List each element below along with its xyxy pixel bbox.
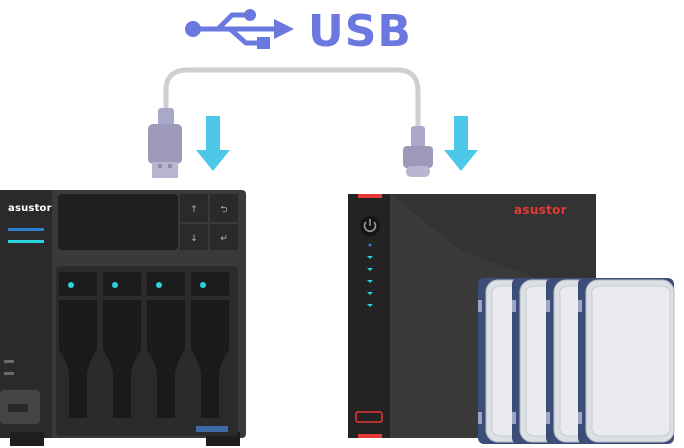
drive-bay: [191, 272, 229, 418]
bay-status-led: [200, 282, 206, 288]
bay-tray-handle: [59, 300, 97, 418]
drive-bay: [147, 272, 185, 418]
left-nas-brand-logo: asustor: [8, 203, 52, 214]
hard-drive-stack: [478, 278, 675, 444]
usb-c-plug: [403, 126, 433, 177]
hard-drive: [578, 278, 675, 444]
insert-arrow-left: [196, 116, 230, 171]
bay-status-led: [156, 282, 162, 288]
status-led: [367, 292, 373, 295]
drive-bay: [103, 272, 141, 418]
left-nas-device: ↑ ⮌ ↓ ↵: [0, 190, 246, 446]
status-led: [367, 256, 373, 259]
right-nas-brand-logo: asustor: [514, 203, 567, 217]
usb-a-plug: [148, 108, 182, 178]
status-led: [367, 268, 373, 271]
svg-text:↓: ↓: [190, 234, 198, 244]
svg-text:↵: ↵: [220, 234, 228, 244]
bay-status-led: [112, 282, 118, 288]
insert-arrow-right: [444, 116, 478, 171]
status-led: [367, 280, 373, 283]
status-led: [367, 304, 373, 307]
bay-tray-handle: [147, 300, 185, 418]
svg-text:↑: ↑: [190, 205, 198, 215]
bay-status-led: [68, 282, 74, 288]
usb-cable: [163, 67, 421, 128]
svg-text:⮌: ⮌: [220, 205, 227, 215]
status-led: [368, 243, 372, 247]
usb-label: USB: [308, 6, 412, 57]
bay-tray-handle: [103, 300, 141, 418]
drive-bay: [59, 272, 97, 418]
bay-tray-handle: [191, 300, 229, 418]
usb-trident-icon: [185, 9, 294, 49]
